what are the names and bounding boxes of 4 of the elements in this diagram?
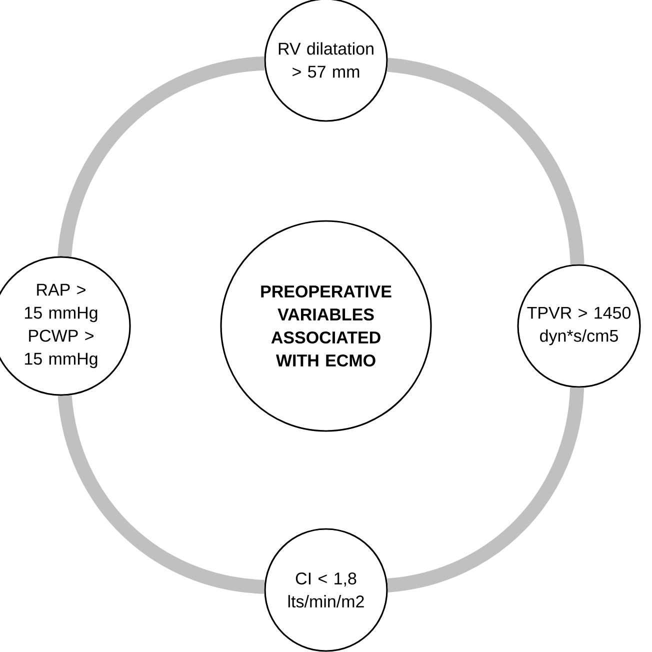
ring-arc xyxy=(58,56,265,258)
ring-arc xyxy=(386,58,584,265)
ring-arc xyxy=(386,387,584,592)
ring-arc xyxy=(58,394,265,594)
